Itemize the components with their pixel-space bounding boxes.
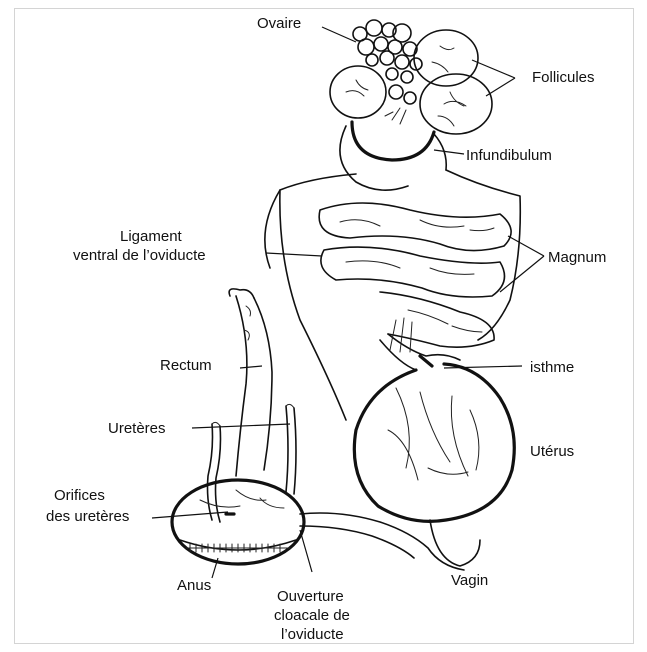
isthmus-drawing [380,318,460,370]
label-ouverture-line3: l’oviducte [281,626,344,643]
label-infundibulum: Infundibulum [466,147,552,164]
label-ligament-line2: ventral de l’oviducte [73,247,206,264]
label-follicules: Follicules [532,69,595,86]
vagina-drawing [300,513,480,570]
label-ureteres: Uretères [108,420,166,437]
label-ovaire: Ovaire [257,15,301,32]
infundibulum-drawing [340,122,446,190]
label-uterus: Utérus [530,443,574,460]
label-orifices-line1: Orifices [54,487,105,504]
label-ligament-line1: Ligament [120,228,183,245]
label-isthme: isthme [530,359,574,376]
uterus-drawing [354,364,514,521]
cloaca-drawing [172,480,304,564]
label-vagin: Vagin [451,572,488,589]
ovary-drawing [353,20,422,104]
label-ouverture-line2: cloacale de [274,607,350,624]
ureters-drawing [208,404,297,522]
label-orifices-line2: des uretères [46,508,129,525]
label-ouverture-line1: Ouverture [277,588,344,605]
label-magnum: Magnum [548,249,606,266]
leader-lines [152,27,544,578]
label-rectum: Rectum [160,357,212,374]
label-anus: Anus [177,577,211,594]
rectum-drawing [229,289,272,476]
magnum-drawing [319,203,511,347]
